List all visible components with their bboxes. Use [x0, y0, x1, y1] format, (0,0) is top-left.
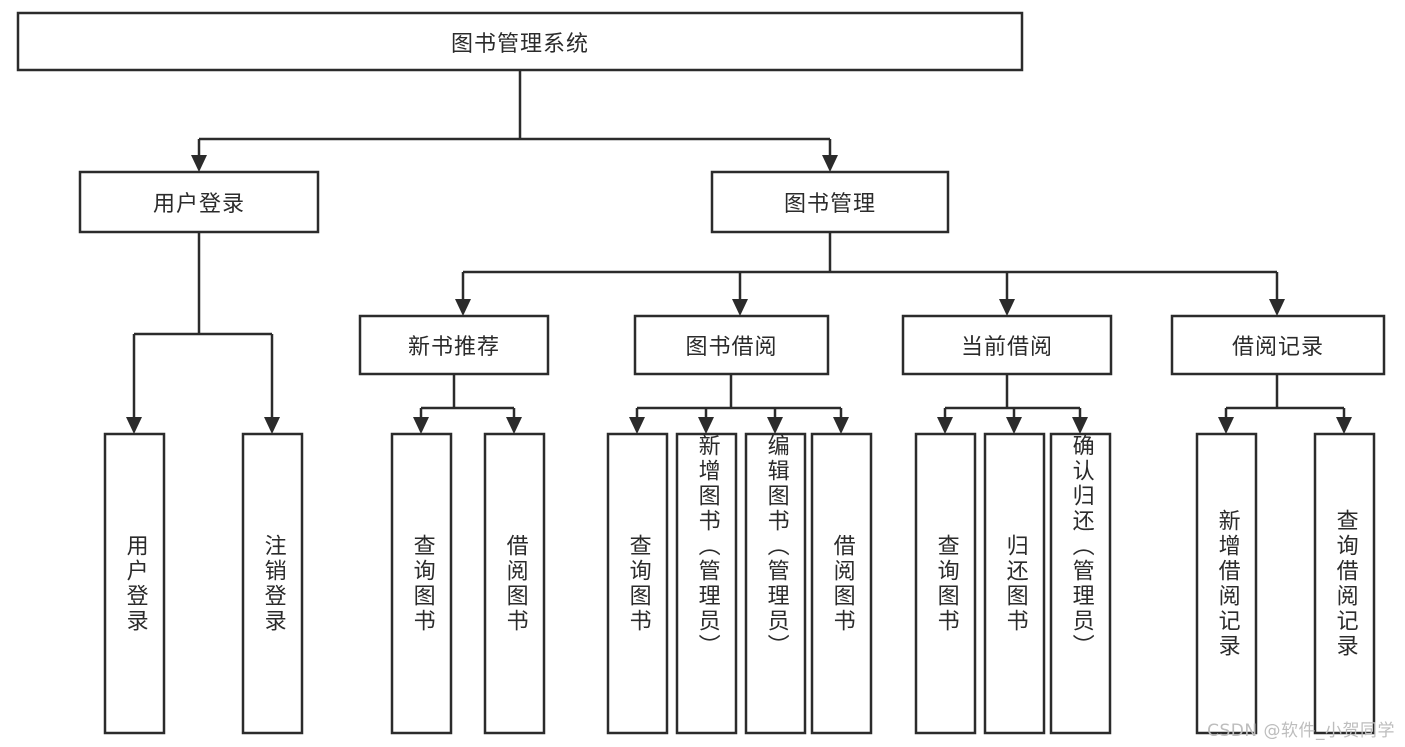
leaf-user-login-box[interactable] [103, 432, 166, 735]
node-new-book-rec-box[interactable] [358, 314, 550, 376]
arrowhead-bookmgmt [822, 155, 838, 172]
connector-group-userlogin [126, 232, 280, 434]
arrowhead-leaf-user-login [126, 417, 142, 434]
arrowhead-query-book-b [629, 417, 645, 434]
arrowhead-current-borrow [999, 299, 1015, 316]
arrowhead-borrow-book-b [833, 417, 849, 434]
csdn-watermark: CSDN @软件_小贺同学 [1207, 721, 1395, 741]
arrowhead-edit-book [767, 417, 783, 434]
connector-group-bookborrow [629, 374, 849, 434]
leaf-logout-box[interactable] [241, 432, 304, 735]
connector-group-bookmgmt [455, 232, 1285, 316]
arrowhead-query-book-c [937, 417, 953, 434]
leaf-edit-book-box[interactable] [744, 432, 807, 735]
connector-group-currentborrow [937, 374, 1088, 434]
leaf-query-record-box[interactable] [1313, 432, 1376, 735]
arrowhead-query-book-a [413, 417, 429, 434]
leaf-query-book-a-box[interactable] [390, 432, 453, 735]
arrowhead-add-record [1218, 417, 1234, 434]
leaf-add-record-box[interactable] [1195, 432, 1258, 735]
arrowhead-book-borrow [732, 299, 748, 316]
leaf-return-book-box[interactable] [983, 432, 1046, 735]
arrowhead-new-book-rec [455, 299, 471, 316]
node-borrow-record-box[interactable] [1170, 314, 1386, 376]
node-current-borrow-box[interactable] [901, 314, 1113, 376]
arrowhead-borrow-record [1269, 299, 1285, 316]
arrowhead-confirm-return [1072, 417, 1088, 434]
connector-group-newbookrec [413, 374, 522, 434]
leaf-query-book-b-box[interactable] [606, 432, 669, 735]
leaf-add-book-box[interactable] [675, 432, 738, 735]
node-book-mgmt-box[interactable] [710, 170, 950, 234]
node-user-login-box[interactable] [78, 170, 320, 234]
connector-group-root [191, 70, 838, 172]
leaf-query-book-c-box[interactable] [914, 432, 977, 735]
arrowhead-borrow-book-a [506, 417, 522, 434]
arrowhead-return-book [1006, 417, 1022, 434]
arrowhead-add-book [698, 417, 714, 434]
arrowhead-leaf-logout [264, 417, 280, 434]
connector-group-borrowrecord [1218, 374, 1352, 434]
arrowhead-query-record [1336, 417, 1352, 434]
node-book-borrow-box[interactable] [633, 314, 830, 376]
leaf-borrow-book-b-box[interactable] [810, 432, 873, 735]
node-root-box[interactable] [16, 11, 1024, 72]
arrowhead-userlogin [191, 155, 207, 172]
leaf-borrow-book-a-box[interactable] [483, 432, 546, 735]
leaf-confirm-return-box[interactable] [1049, 432, 1112, 735]
